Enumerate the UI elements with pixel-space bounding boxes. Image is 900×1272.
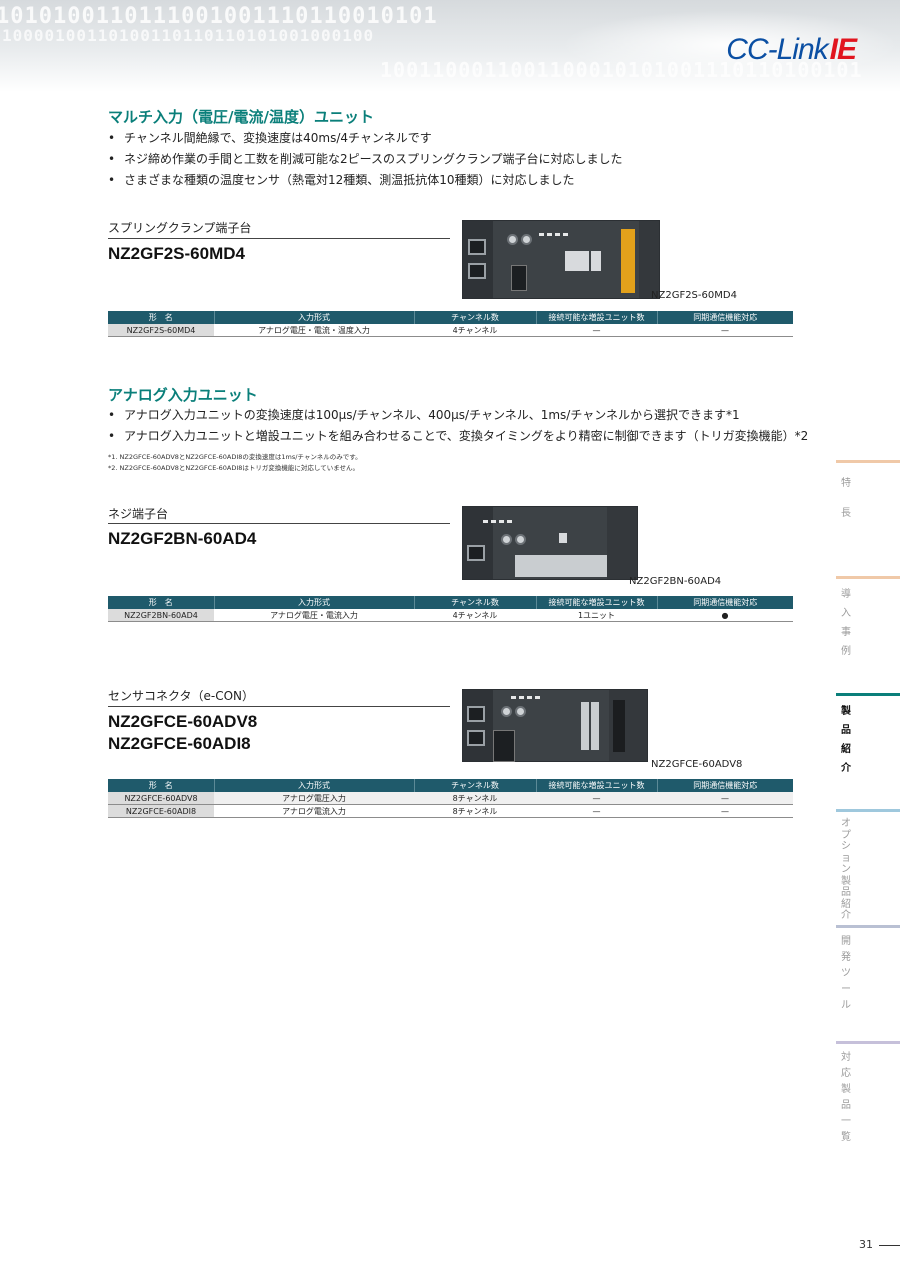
- col-header-model: 形 名: [108, 596, 215, 609]
- col-header-input-type: 入力形式: [214, 779, 415, 792]
- table-row: NZ2GFCE-60ADV8 アナログ電圧入力 8チャンネル — —: [108, 792, 793, 805]
- product-image-nz2gf2bn-60ad4: [462, 506, 638, 580]
- product-name: NZ2GF2BN-60AD4: [108, 529, 257, 548]
- table-cell: アナログ電圧・電流入力: [214, 609, 414, 622]
- spec-table-multi-input: 形 名 入力形式 チャンネル数 接続可能な増設ユニット数 同期通信機能対応 NZ…: [108, 311, 793, 337]
- nav-tab-bar: [836, 809, 900, 812]
- table-row: NZ2GF2S-60MD4 アナログ電圧・電流・温度入力 4チャンネル — —: [108, 324, 793, 337]
- table-cell: NZ2GF2BN-60AD4: [108, 609, 214, 622]
- table-row: NZ2GFCE-60ADI8 アナログ電流入力 8チャンネル — —: [108, 804, 793, 818]
- product-caption: NZ2GFCE-60ADV8: [651, 759, 743, 770]
- nav-tab-options[interactable]: オプション製品紹介: [836, 809, 900, 922]
- table-cell: ●: [657, 609, 793, 622]
- feature-item: アナログ入力ユニットの変換速度は100µs/チャンネル、400µs/チャンネル、…: [108, 405, 808, 426]
- table-cell: —: [536, 324, 657, 337]
- feature-item: さまざまな種類の温度センサ（熱電対12種類、測温抵抗体10種類）に対応しました: [108, 170, 622, 191]
- table-cell: アナログ電圧入力: [214, 792, 414, 805]
- nav-tab-label: 開発ツール: [841, 936, 851, 1011]
- table-row: NZ2GF2BN-60AD4 アナログ電圧・電流入力 4チャンネル 1ユニット …: [108, 609, 793, 622]
- nav-tab-label: 対応製品一覧: [841, 1052, 851, 1143]
- glow-decoration: [560, 10, 900, 80]
- col-header-sync-support: 同期通信機能対応: [657, 779, 793, 792]
- footnote: *1. NZ2GFCE-60ADV8とNZ2GFCE-60ADI8の変換速度は1…: [108, 453, 362, 461]
- divider: [108, 238, 450, 239]
- nav-tab-label: オプション製品紹介: [841, 818, 851, 921]
- nav-tab-bar: [836, 576, 900, 579]
- section-title-analog-input: アナログ入力ユニット: [108, 386, 258, 404]
- nav-tab-case-studies[interactable]: 導入事例: [836, 576, 900, 661]
- product-name: NZ2GFCE-60ADV8: [108, 712, 258, 731]
- nav-tab-label: 製品紹介: [841, 706, 851, 774]
- feature-item: チャンネル間絶縁で、変換速度は40ms/4チャンネルです: [108, 128, 622, 149]
- feature-item: ネジ締め作業の手間と工数を削減可能な2ピースのスプリングクランプ端子台に対応しま…: [108, 149, 622, 170]
- product-label: スプリングクランプ端子台: [108, 221, 252, 235]
- divider: [108, 523, 450, 524]
- table-cell: NZ2GFCE-60ADV8: [108, 792, 214, 805]
- table-cell: アナログ電流入力: [214, 804, 414, 818]
- spec-table-analog-input-econ: 形 名 入力形式 チャンネル数 接続可能な増設ユニット数 同期通信機能対応 NZ…: [108, 779, 793, 818]
- col-header-input-type: 入力形式: [214, 311, 415, 324]
- table-cell: NZ2GFCE-60ADI8: [108, 804, 214, 818]
- product-name: NZ2GF2S-60MD4: [108, 244, 245, 263]
- nav-tab-label: 特長: [841, 478, 851, 519]
- col-header-extension-units: 接続可能な増設ユニット数: [536, 311, 658, 324]
- nav-tab-bar: [836, 1041, 900, 1044]
- nav-tab-bar: [836, 693, 900, 696]
- table-cell: —: [536, 804, 657, 818]
- footnotes: *1. NZ2GFCE-60ADV8とNZ2GFCE-60ADI8の変換速度は1…: [108, 452, 362, 474]
- col-header-input-type: 入力形式: [214, 596, 415, 609]
- col-header-extension-units: 接続可能な増設ユニット数: [536, 779, 658, 792]
- page-number-rule: [879, 1245, 900, 1246]
- nav-tab-dev-tools[interactable]: 開発ツール: [836, 925, 900, 1014]
- binary-decoration: 1010100110111001001110110010101: [0, 4, 438, 29]
- footnote: *2. NZ2GFCE-60ADV8とNZ2GFCE-60ADI8はトリガ変換機…: [108, 464, 360, 472]
- nav-tab-features[interactable]: 特長: [836, 460, 900, 529]
- table-cell: アナログ電圧・電流・温度入力: [214, 324, 414, 337]
- col-header-model: 形 名: [108, 311, 215, 324]
- section-title-multi-input: マルチ入力（電圧/電流/温度）ユニット: [108, 108, 374, 126]
- table-cell: —: [536, 792, 657, 805]
- table-cell: —: [657, 804, 793, 818]
- table-cell: 1ユニット: [536, 609, 657, 622]
- nav-tab-bar: [836, 460, 900, 463]
- table-cell: 8チャンネル: [414, 804, 536, 818]
- product-label: ネジ端子台: [108, 507, 169, 521]
- table-cell: —: [657, 324, 793, 337]
- col-header-extension-units: 接続可能な増設ユニット数: [536, 596, 658, 609]
- nav-tab-bar: [836, 925, 900, 928]
- header-band: 1010100110111001001110110010101 10000100…: [0, 0, 900, 92]
- col-header-channels: チャンネル数: [414, 779, 537, 792]
- feature-list-multi-input: チャンネル間絶縁で、変換速度は40ms/4チャンネルです ネジ締め作業の手間と工…: [108, 128, 622, 191]
- page-number: 31: [859, 1238, 873, 1251]
- col-header-sync-support: 同期通信機能対応: [657, 311, 793, 324]
- col-header-sync-support: 同期通信機能対応: [657, 596, 793, 609]
- table-cell: 4チャンネル: [414, 609, 536, 622]
- col-header-channels: チャンネル数: [414, 596, 537, 609]
- nav-tab-products[interactable]: 製品紹介: [836, 693, 900, 778]
- feature-list-analog-input: アナログ入力ユニットの変換速度は100µs/チャンネル、400µs/チャンネル、…: [108, 405, 808, 447]
- col-header-model: 形 名: [108, 779, 215, 792]
- table-cell: NZ2GF2S-60MD4: [108, 324, 214, 337]
- divider: [108, 706, 450, 707]
- feature-item: アナログ入力ユニットと増設ユニットを組み合わせることで、変換タイミングをより精密…: [108, 426, 808, 447]
- table-cell: —: [657, 792, 793, 805]
- product-caption: NZ2GF2BN-60AD4: [629, 576, 722, 587]
- table-cell: 4チャンネル: [414, 324, 536, 337]
- product-name: NZ2GFCE-60ADI8: [108, 734, 251, 753]
- nav-tab-label: 導入事例: [841, 589, 851, 657]
- table-cell: 8チャンネル: [414, 792, 536, 805]
- binary-decoration: 10000100110100110110110101001000100: [2, 26, 375, 45]
- col-header-channels: チャンネル数: [414, 311, 537, 324]
- cc-link-ie-logo: CC-LinkIE: [726, 33, 857, 66]
- product-image-nz2gfce-60adv8: [462, 689, 648, 762]
- product-caption: NZ2GF2S-60MD4: [651, 290, 737, 301]
- product-label: センサコネクタ（e-CON）: [108, 689, 255, 703]
- spec-table-analog-input-screw: 形 名 入力形式 チャンネル数 接続可能な増設ユニット数 同期通信機能対応 NZ…: [108, 596, 793, 622]
- product-image-nz2gf2s-60md4: [462, 220, 660, 299]
- nav-tab-compatible-products[interactable]: 対応製品一覧: [836, 1041, 900, 1146]
